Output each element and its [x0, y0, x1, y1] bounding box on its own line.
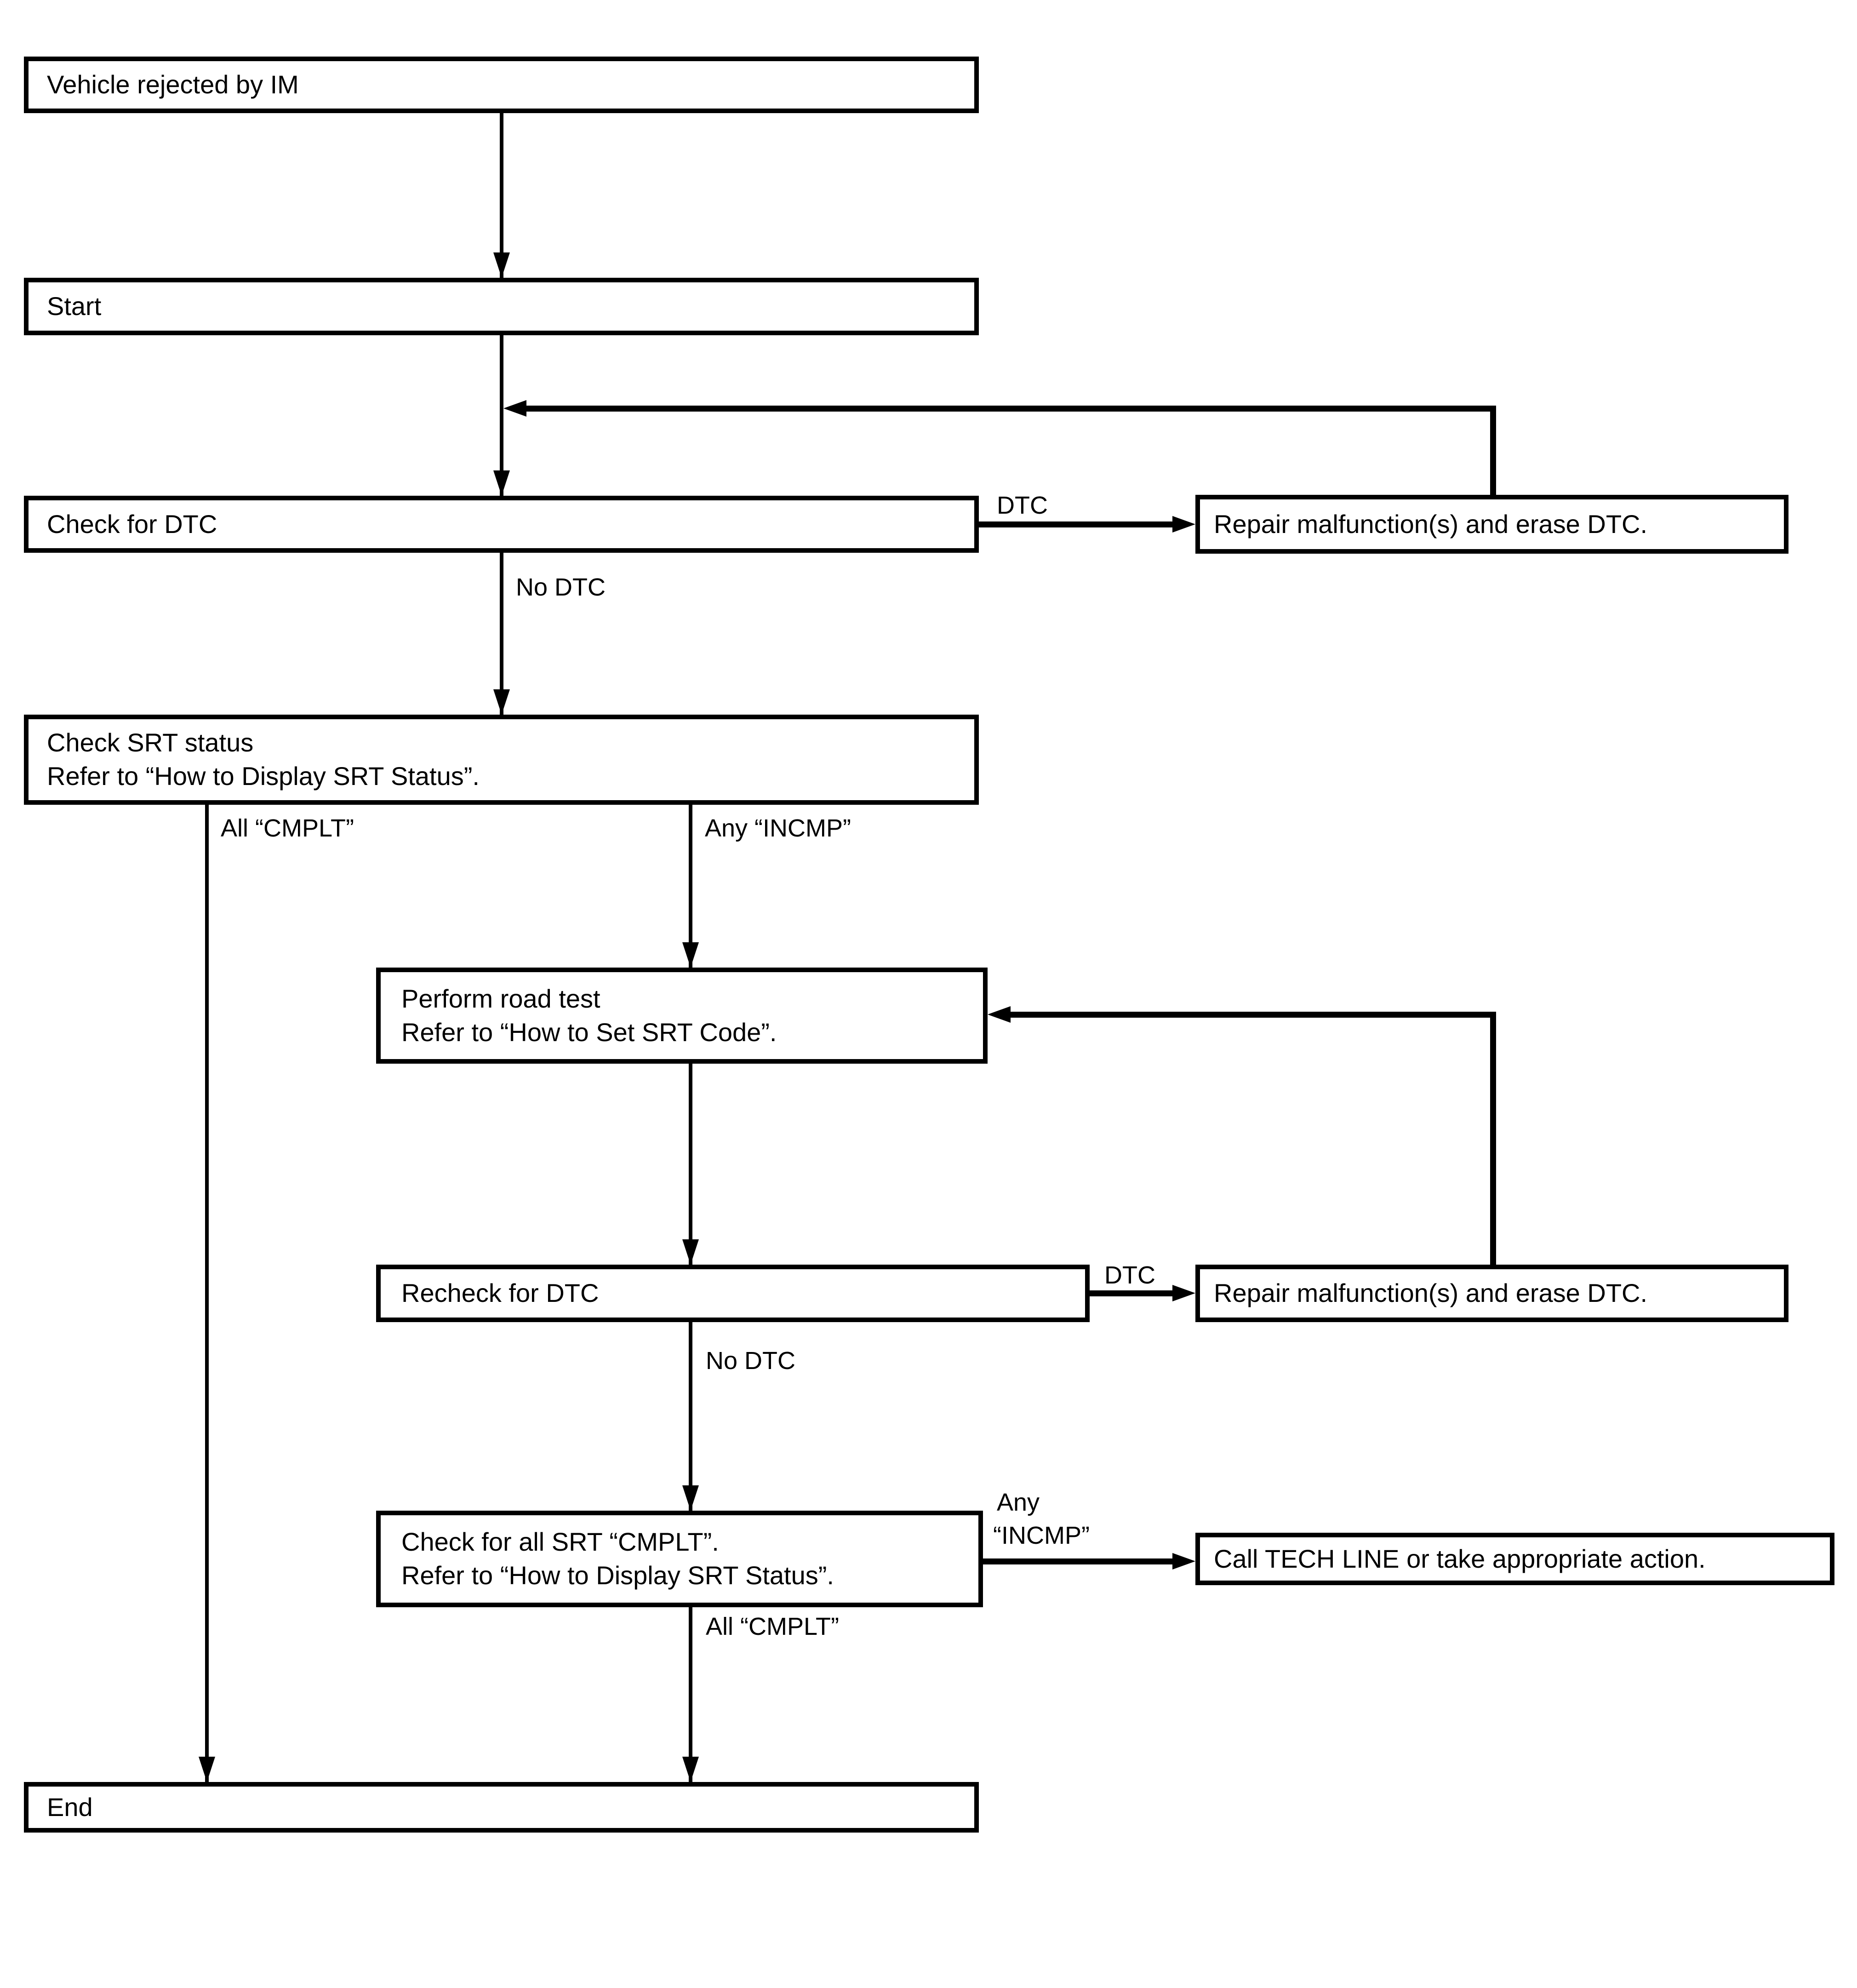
- node-vehicle-rejected-label: Vehicle rejected by IM: [47, 70, 299, 99]
- node-repair-erase-dtc-2-label: Repair malfunction(s) and erase DTC.: [1214, 1278, 1648, 1308]
- edge-label-all-cmplt-2: All “CMPLT”: [706, 1613, 839, 1640]
- arrowhead-into-recheck: [682, 1239, 699, 1265]
- arrowhead-into-check-srt: [493, 689, 510, 715]
- edge-label-no-dtc-1: No DTC: [516, 573, 606, 601]
- node-vehicle-rejected: Vehicle rejected by IM: [24, 57, 979, 113]
- node-perform-road-test: Perform road test Refer to “How to Set S…: [376, 968, 988, 1064]
- connector-dtc1: [979, 521, 1172, 527]
- arrowhead-into-end-center: [682, 1757, 699, 1782]
- node-repair-erase-dtc-1-label: Repair malfunction(s) and erase DTC.: [1214, 509, 1648, 539]
- arrowhead-into-end-left: [199, 1757, 215, 1782]
- connector-all-cmplt1-to-end: [205, 805, 209, 1782]
- connector-any-incmp1: [689, 805, 692, 968]
- edge-label-any-incmp-2-line1: Any: [997, 1489, 1040, 1516]
- arrowhead-into-check-dtc: [493, 470, 510, 496]
- connector-all-cmplt2: [689, 1607, 692, 1782]
- node-check-all-srt-cmplt-line2: Refer to “How to Display SRT Status”.: [401, 1561, 834, 1590]
- edge-label-no-dtc-2: No DTC: [706, 1347, 796, 1375]
- node-check-srt-status: Check SRT status Refer to “How to Displa…: [24, 715, 979, 805]
- node-check-srt-status-line1: Check SRT status: [47, 728, 254, 757]
- connector-vehicle-to-start: [500, 113, 503, 278]
- arrowhead-feedback1-left: [503, 400, 526, 417]
- edge-label-dtc-1: DTC: [997, 492, 1048, 519]
- node-perform-road-test-line2: Refer to “How to Set SRT Code”.: [401, 1017, 777, 1047]
- edge-label-any-incmp-2-line2: “INCMP”: [993, 1522, 1090, 1549]
- node-check-all-srt-cmplt: Check for all SRT “CMPLT”. Refer to “How…: [376, 1511, 983, 1607]
- node-recheck-dtc-label: Recheck for DTC: [401, 1278, 599, 1308]
- arrowhead-into-repair2: [1172, 1285, 1195, 1301]
- arrowhead-feedback2-left: [988, 1006, 1011, 1023]
- node-repair-erase-dtc-2: Repair malfunction(s) and erase DTC.: [1195, 1265, 1788, 1322]
- edge-label-dtc-2: DTC: [1104, 1261, 1155, 1289]
- node-perform-road-test-line1: Perform road test: [401, 984, 600, 1013]
- node-recheck-dtc: Recheck for DTC: [376, 1265, 1090, 1322]
- edge-label-all-cmplt-1: All “CMPLT”: [221, 814, 354, 842]
- node-call-tech-line: Call TECH LINE or take appropriate actio…: [1195, 1533, 1834, 1585]
- node-check-dtc: Check for DTC: [24, 496, 979, 553]
- edge-label-any-incmp-1: Any “INCMP”: [705, 814, 851, 842]
- node-check-srt-status-line2: Refer to “How to Display SRT Status”.: [47, 762, 480, 791]
- connector-no-dtc1: [500, 553, 503, 715]
- connector-start-to-check-dtc: [500, 335, 503, 496]
- node-end: End: [24, 1782, 979, 1833]
- connector-no-dtc2: [689, 1322, 692, 1511]
- connector-feedback1-horizontal: [526, 406, 1496, 412]
- connector-dtc2: [1090, 1290, 1172, 1296]
- connector-roadtest-to-recheck: [689, 1064, 692, 1265]
- node-end-label: End: [47, 1792, 93, 1822]
- connector-feedback1-vertical: [1490, 406, 1496, 495]
- arrowhead-into-road-test: [682, 942, 699, 968]
- arrowhead-into-call-tech-line: [1172, 1553, 1195, 1570]
- node-check-all-srt-cmplt-line1: Check for all SRT “CMPLT”.: [401, 1527, 719, 1557]
- arrowhead-into-check-all-srt: [682, 1485, 699, 1511]
- node-start-label: Start: [47, 292, 102, 321]
- arrowhead-into-start: [493, 252, 510, 278]
- connector-any-incmp2: [983, 1558, 1172, 1564]
- connector-feedback2-horizontal: [1011, 1012, 1496, 1018]
- node-call-tech-line-label: Call TECH LINE or take appropriate actio…: [1214, 1544, 1706, 1573]
- node-check-dtc-label: Check for DTC: [47, 509, 217, 539]
- arrowhead-into-repair1: [1172, 516, 1195, 533]
- node-start: Start: [24, 278, 979, 335]
- connector-feedback2-vertical: [1490, 1012, 1496, 1265]
- node-repair-erase-dtc-1: Repair malfunction(s) and erase DTC.: [1195, 495, 1788, 554]
